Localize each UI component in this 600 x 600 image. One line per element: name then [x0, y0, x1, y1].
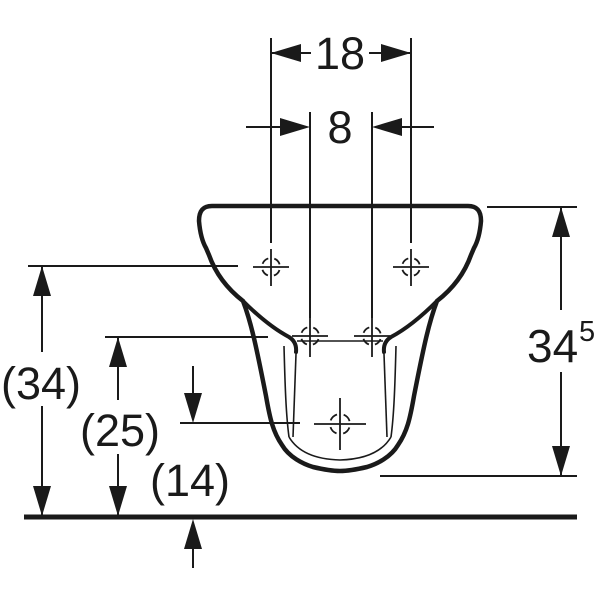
dimension-body-height: 34 5 — [380, 206, 595, 477]
dimension-label-25-paren: (25) — [80, 405, 160, 456]
shroud-contour-left-inner — [292, 353, 297, 438]
arrowhead-pointing-left — [372, 118, 402, 136]
dimension-label-34-superscript: 5 — [579, 316, 595, 348]
arrowhead-down — [109, 486, 127, 516]
shroud-inner-bottom-contour — [288, 436, 392, 461]
dimension-outlet-height: (14) — [150, 366, 300, 568]
bidet-body — [196, 203, 484, 474]
arrowhead-right — [381, 44, 411, 62]
shroud-contour-right-inner — [383, 353, 388, 438]
bowl-lower-edge-right — [381, 299, 439, 354]
bidet-outer-silhouette — [196, 203, 484, 474]
bowl-lower-edge-left — [241, 299, 299, 354]
upper-right-fixing-hole-symbol — [393, 249, 429, 286]
lower-left-fixing-hole-symbol — [292, 318, 328, 357]
dimension-lower-hole-spacing: 8 — [246, 102, 434, 318]
dimension-label-14-paren: (14) — [150, 455, 230, 506]
outlet-hole-symbol — [314, 398, 366, 450]
dimension-label-34-paren: (34) — [1, 358, 81, 409]
arrowhead-down — [184, 393, 202, 423]
dimension-upper-holes-height: (34) — [1, 265, 238, 516]
dimension-upper-hole-spacing: 18 — [270, 28, 412, 243]
upper-left-fixing-hole-symbol — [253, 249, 289, 286]
arrowhead-down — [33, 486, 51, 516]
arrowhead-up — [33, 266, 51, 296]
shroud-contour-right-outer — [390, 345, 397, 438]
arrowhead-left — [271, 44, 301, 62]
arrowhead-up — [109, 337, 127, 367]
dimension-label-18: 18 — [315, 28, 365, 79]
dimension-lower-holes-height: (25) — [80, 336, 268, 516]
arrowhead-down — [552, 446, 570, 476]
dimension-label-34-main: 34 — [527, 320, 578, 372]
dimension-label-8: 8 — [327, 102, 352, 153]
arrowhead-pointing-right — [280, 118, 310, 136]
shroud-contour-left-outer — [283, 345, 290, 438]
lower-right-fixing-hole-symbol — [354, 318, 390, 357]
arrowhead-up — [552, 207, 570, 237]
arrowhead-up-below-floor — [184, 519, 202, 549]
